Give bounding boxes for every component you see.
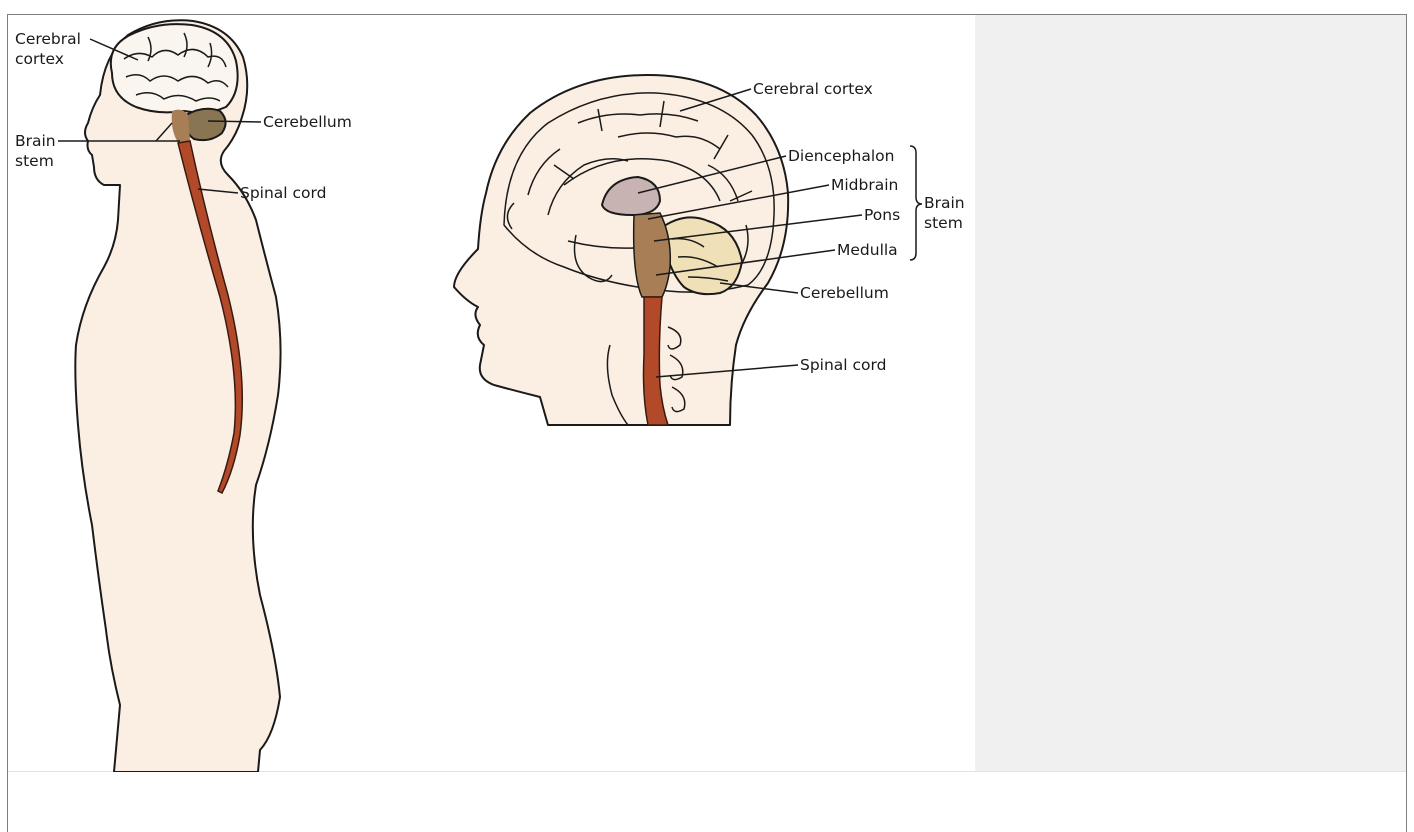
label-brain-stem-head-line1: Brain <box>924 194 965 212</box>
label-brain-stem-line1: Brain <box>15 132 56 150</box>
label-diencephalon: Diencephalon <box>788 147 894 165</box>
label-medulla: Medulla <box>837 241 898 259</box>
label-cerebral-cortex-head: Cerebral cortex <box>753 80 873 98</box>
label-cerebellum-body: Cerebellum <box>263 113 352 131</box>
label-spinal-cord-body: Spinal cord <box>240 184 326 202</box>
brain-stem-brace <box>910 146 922 260</box>
body-view: Cerebral cortex Brain stem Cerebellum Sp… <box>15 20 352 772</box>
label-pons: Pons <box>864 206 900 224</box>
label-midbrain: Midbrain <box>831 176 898 194</box>
cerebral-cortex-body <box>111 24 238 112</box>
label-cerebellum-head: Cerebellum <box>800 284 889 302</box>
head-view: Cerebral cortex Diencephalon Midbrain Po… <box>454 75 965 425</box>
nervous-system-diagram: Cerebral cortex Brain stem Cerebellum Sp… <box>8 15 975 772</box>
label-brain-stem-line2: stem <box>15 152 54 170</box>
side-panel <box>975 15 1406 772</box>
label-brain-stem-head-line2: stem <box>924 214 963 232</box>
label-spinal-cord-head: Spinal cord <box>800 356 886 374</box>
brain-stem-head <box>634 213 671 297</box>
label-cerebral-cortex-line2: cortex <box>15 50 64 68</box>
label-cerebral-cortex-line1: Cerebral <box>15 30 81 48</box>
cerebellum-body <box>185 109 226 140</box>
